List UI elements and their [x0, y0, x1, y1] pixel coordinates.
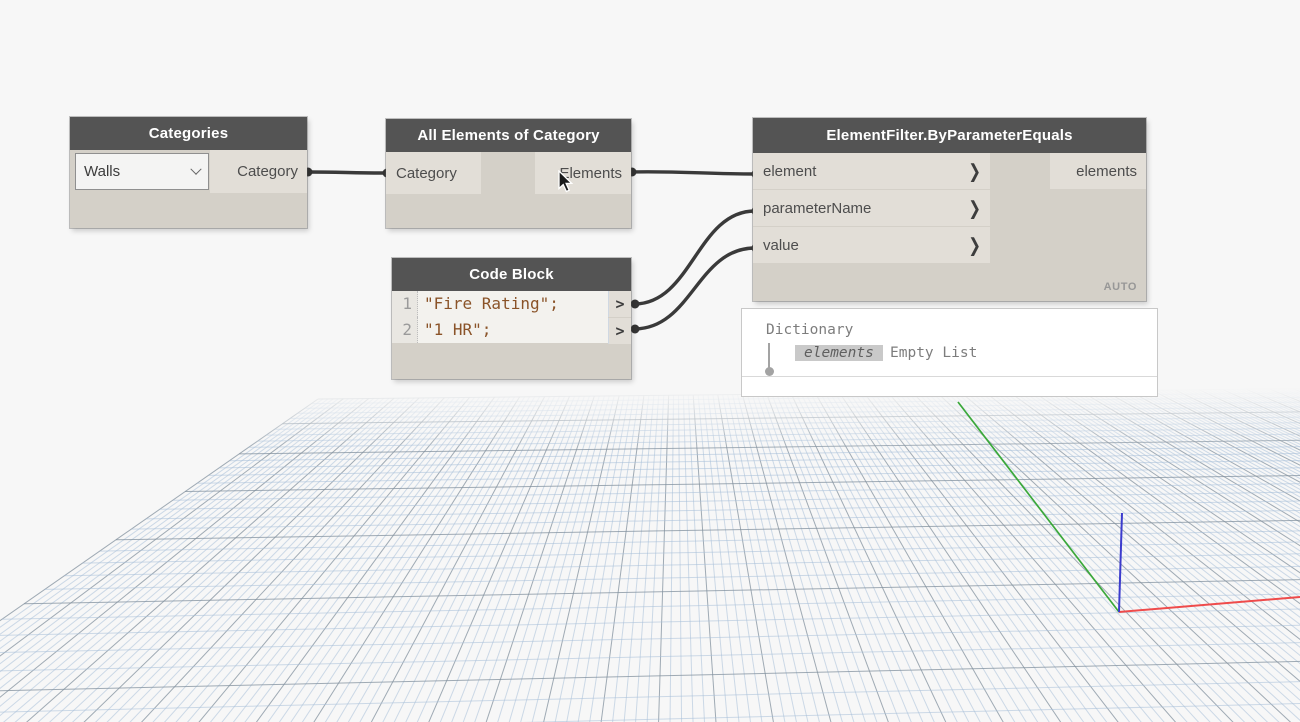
node-elementfilter-byparameterequals[interactable]: ElementFilter.ByParameterEquals element …: [752, 117, 1147, 302]
chevron-right-icon[interactable]: ❯: [968, 233, 981, 257]
node-all-elements-of-category[interactable]: All Elements of Category Category Elemen…: [385, 118, 632, 229]
node-code-block[interactable]: Code Block 1 "Fire Rating"; 2 "1 HR"; > …: [391, 257, 632, 380]
node-categories-header[interactable]: Categories: [70, 117, 307, 150]
lacing-auto-badge[interactable]: AUTO: [1103, 281, 1137, 293]
preview-bubble-content: Dictionary elements Empty List: [742, 309, 1157, 377]
port-in-value[interactable]: value ❯: [753, 227, 990, 263]
chevron-right-icon[interactable]: ❯: [968, 196, 981, 220]
node-code-block-header[interactable]: Code Block: [392, 258, 631, 291]
code-text[interactable]: "1 HR";: [418, 317, 608, 343]
port-out-codeblock-1[interactable]: >: [608, 291, 631, 317]
code-text[interactable]: "Fire Rating";: [418, 291, 608, 317]
node-all-elements-header[interactable]: All Elements of Category: [386, 119, 631, 152]
port-out-elements[interactable]: elements: [1050, 153, 1146, 189]
port-in-parametername[interactable]: parameterName ❯: [753, 190, 990, 226]
categories-dropdown-value: Walls: [84, 163, 121, 180]
port-out-codeblock-2[interactable]: >: [608, 318, 631, 344]
code-line-2[interactable]: 2 "1 HR";: [392, 317, 608, 343]
port-out-category[interactable]: Category: [210, 150, 307, 193]
code-line-1[interactable]: 1 "Fire Rating";: [392, 291, 608, 317]
port-label: element: [763, 162, 817, 180]
chevron-down-icon: [190, 163, 202, 175]
port-in-element[interactable]: element ❯: [753, 153, 990, 189]
preview-bubble-resize[interactable]: [742, 377, 1157, 396]
node-categories[interactable]: Categories Walls Category: [69, 116, 308, 229]
chevron-right-icon[interactable]: ❯: [968, 159, 981, 183]
node-elementfilter-header[interactable]: ElementFilter.ByParameterEquals: [753, 118, 1146, 153]
preview-pin-icon[interactable]: [765, 343, 780, 377]
port-out-elements[interactable]: Elements: [535, 152, 631, 194]
categories-dropdown[interactable]: Walls: [75, 153, 209, 190]
preview-value-label: Empty List: [890, 345, 978, 361]
preview-bubble[interactable]: Dictionary elements Empty List: [741, 308, 1158, 397]
line-number: 1: [392, 291, 418, 317]
line-number: 2: [392, 317, 418, 343]
preview-type-label: Dictionary: [766, 322, 854, 338]
preview-key-label[interactable]: elements: [795, 345, 883, 361]
port-label: parameterName: [763, 199, 872, 217]
port-label: value: [763, 236, 799, 254]
port-in-category[interactable]: Category: [386, 152, 481, 194]
